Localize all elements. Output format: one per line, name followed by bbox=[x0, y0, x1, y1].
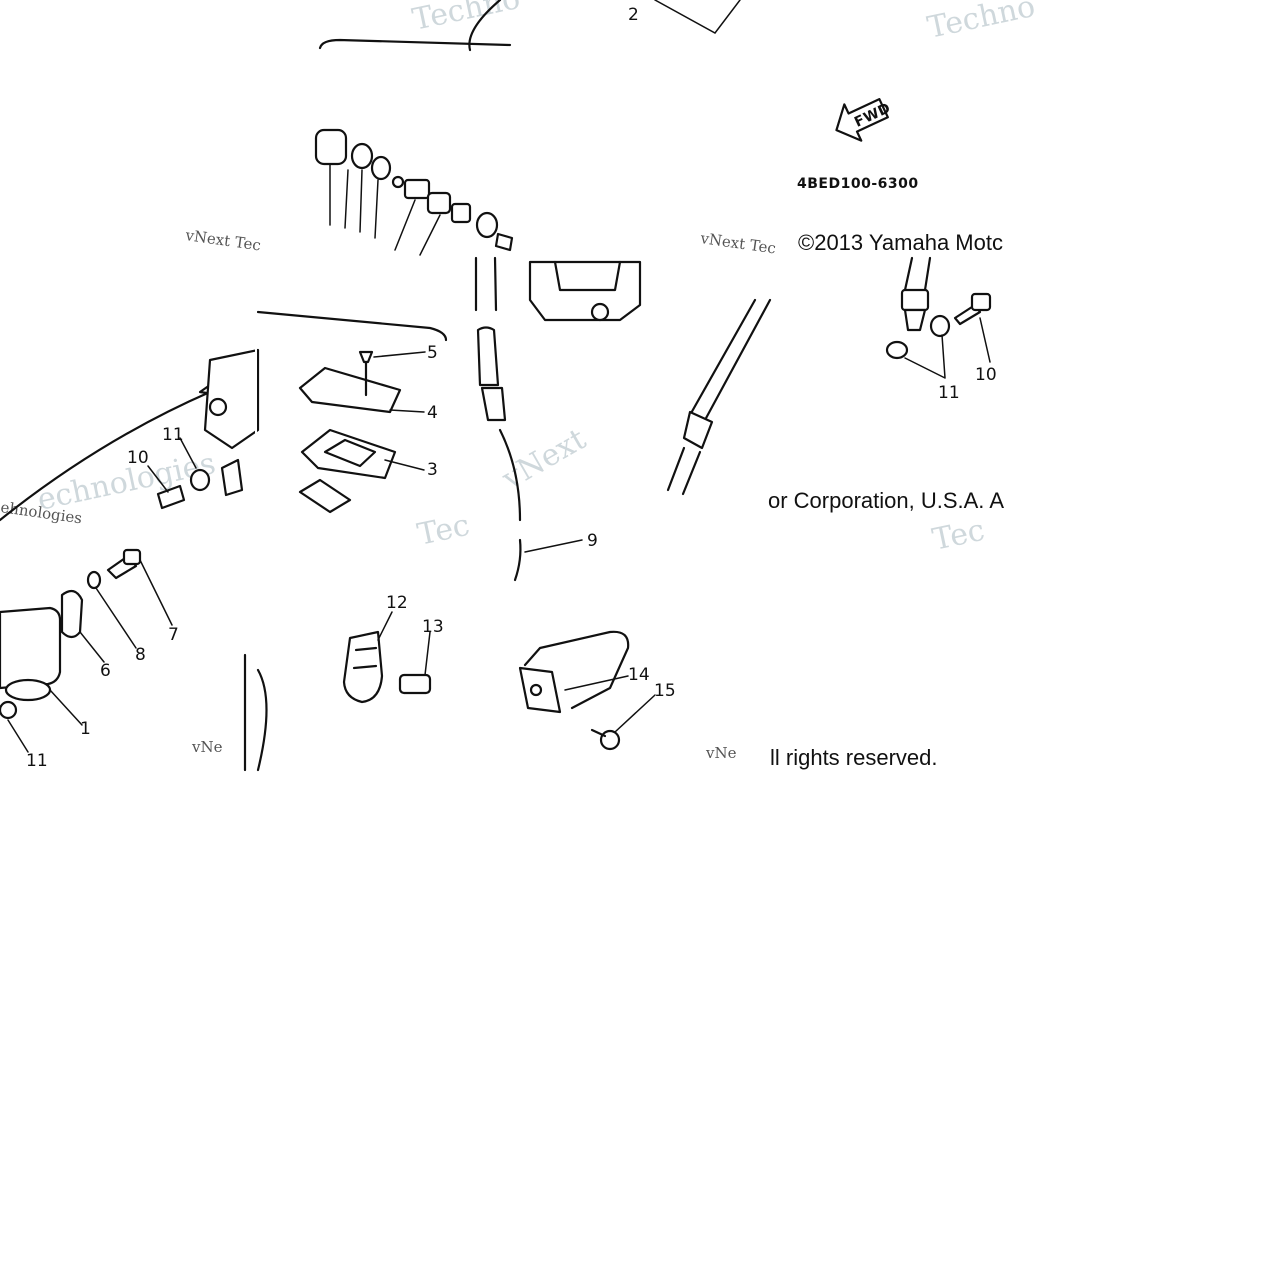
callout-10: 10 bbox=[975, 365, 997, 385]
hose-clamp-assembly bbox=[342, 611, 432, 704]
watermark: vNext Tec bbox=[183, 226, 262, 255]
callout-3: 3 bbox=[427, 460, 438, 480]
callout-11: 11 bbox=[938, 383, 960, 403]
watermark: Techno bbox=[409, 0, 523, 38]
leader-line bbox=[524, 539, 583, 553]
callout-8: 8 bbox=[135, 645, 146, 665]
callout-2: 2 bbox=[628, 5, 639, 25]
watermark: vNe bbox=[705, 744, 737, 762]
tile-edge bbox=[255, 256, 257, 771]
callout-9: 9 bbox=[587, 531, 598, 551]
watermark: vNext Tec bbox=[698, 229, 777, 258]
callout-13: 13 bbox=[422, 617, 444, 637]
copyright-line-3: ll rights reserved. bbox=[770, 745, 938, 770]
callout-11: 11 bbox=[162, 425, 184, 445]
master-cylinder-left bbox=[0, 348, 260, 522]
callout-15: 15 bbox=[654, 681, 676, 701]
leader-line bbox=[654, 0, 741, 34]
watermark: Tec bbox=[929, 513, 987, 558]
callout-4: 4 bbox=[427, 403, 438, 423]
hose-guide-assembly bbox=[518, 630, 656, 751]
watermark: vNe bbox=[191, 738, 223, 756]
watermark: vNext bbox=[496, 422, 592, 498]
copyright-line-2: or Corporation, U.S.A. A bbox=[768, 488, 1004, 513]
callout-7: 7 bbox=[168, 625, 179, 645]
reservoir-cap-assembly bbox=[256, 310, 448, 514]
callout-10: 10 bbox=[127, 448, 149, 468]
watermark: Tec bbox=[414, 508, 472, 553]
callout-1: 1 bbox=[80, 719, 91, 739]
watermark: Techno bbox=[924, 0, 1038, 46]
part-code: 4BED100-6300 bbox=[797, 176, 919, 192]
master-cylinder-holder-assembly bbox=[0, 548, 173, 753]
caliper-union-bolt-assembly bbox=[885, 256, 992, 379]
master-cylinder-body bbox=[528, 260, 642, 322]
piston-kit-assembly bbox=[314, 0, 514, 256]
hose-fragment bbox=[256, 668, 268, 772]
callout-14: 14 bbox=[628, 665, 650, 685]
callout-5: 5 bbox=[427, 343, 438, 363]
fwd-arrow-icon: FWD bbox=[835, 97, 893, 142]
callout-12: 12 bbox=[386, 593, 408, 613]
callout-11: 11 bbox=[26, 751, 48, 771]
callout-6: 6 bbox=[100, 661, 111, 681]
copyright-line-1: ©2013 Yamaha Motc bbox=[798, 230, 1003, 255]
brake-hose bbox=[474, 256, 772, 582]
